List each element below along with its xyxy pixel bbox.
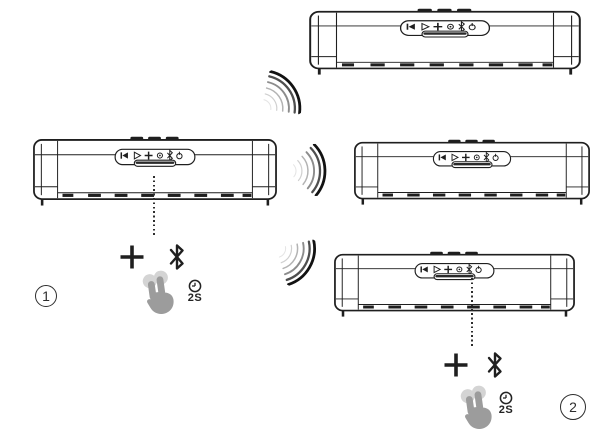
clock-icon: [188, 279, 202, 293]
plus-icon: [120, 245, 144, 269]
plus-icon: [444, 353, 468, 377]
step-number: 1: [42, 288, 50, 304]
hold-duration-label: 2S: [187, 292, 203, 304]
step-number-badge-2: 2: [560, 394, 586, 420]
step-number-badge-1: 1: [35, 285, 57, 307]
soundbar-speaker-source: [32, 136, 278, 207]
callout-dotted-line: [471, 278, 473, 348]
soundbar-speaker-bottom-right: [333, 251, 576, 318]
step-number: 2: [569, 399, 577, 415]
clock-icon: [499, 391, 513, 405]
two-finger-press-icon: [137, 269, 181, 318]
bluetooth-icon: [168, 243, 186, 271]
callout-dotted-line: [153, 176, 155, 236]
bluetooth-icon: [486, 351, 504, 379]
wireless-signal-icon: [284, 143, 344, 197]
soundbar-speaker-top-right: [308, 8, 582, 76]
hold-duration-label: 2S: [498, 404, 514, 416]
wireless-signal-icon: [262, 225, 338, 299]
soundbar-speaker-middle-right: [353, 139, 591, 206]
